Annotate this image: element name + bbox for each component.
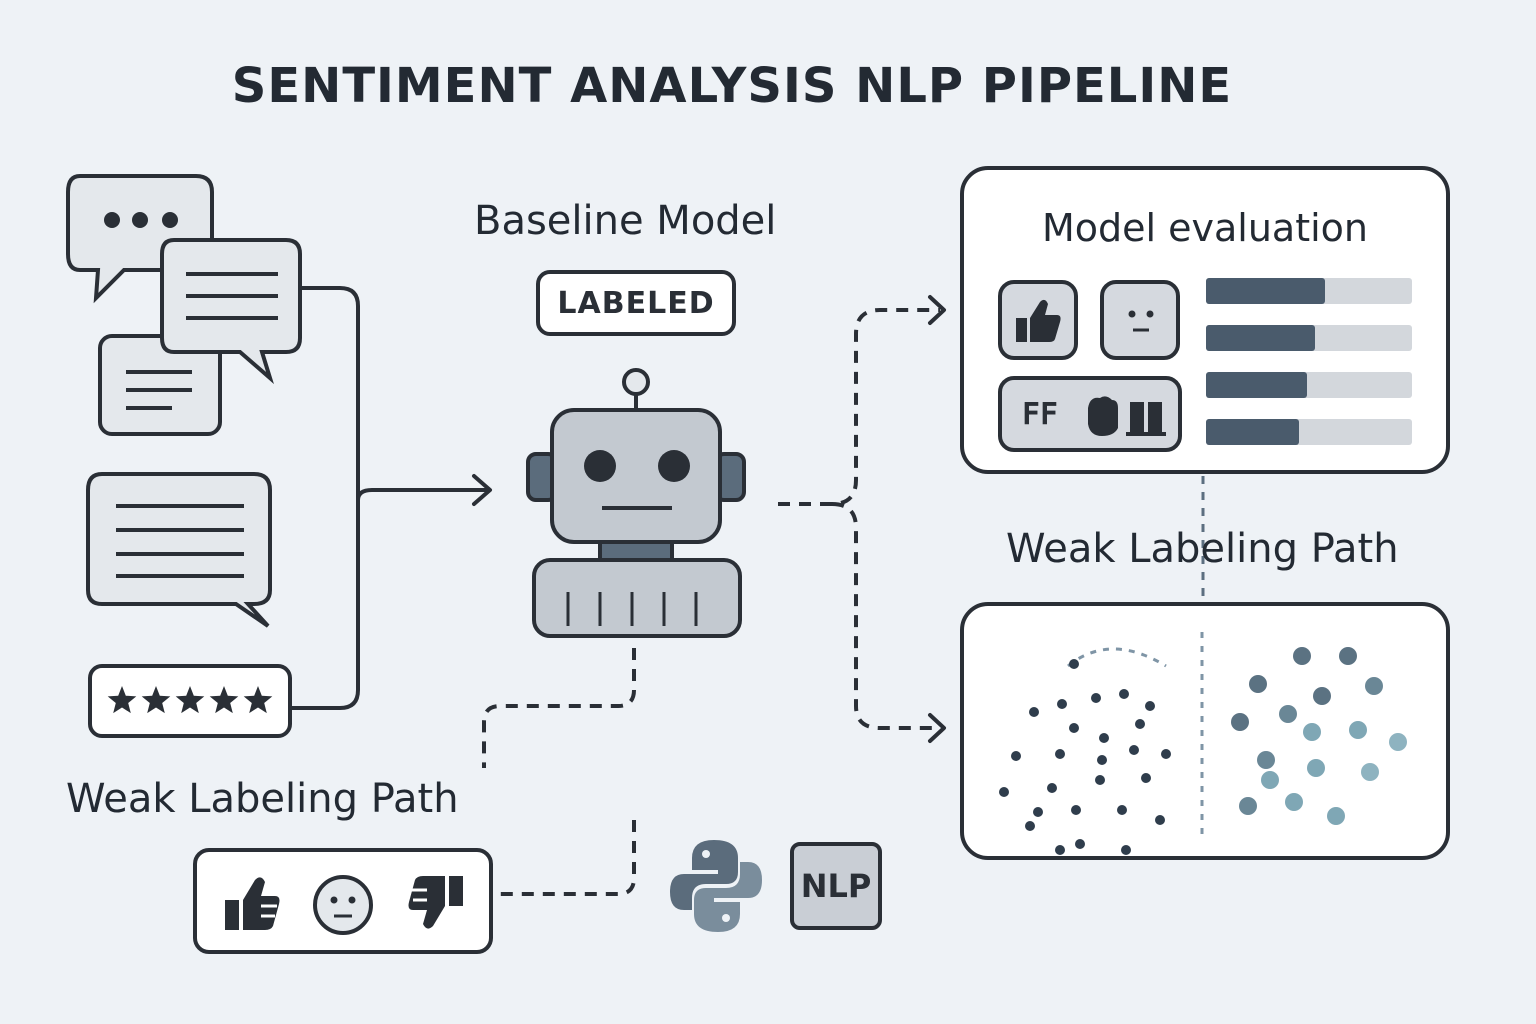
scatter-dot bbox=[1257, 751, 1275, 769]
arrow-head bbox=[928, 713, 946, 743]
sentiment-labels-box bbox=[193, 848, 493, 954]
scatter-dot bbox=[1313, 687, 1331, 705]
star-icon bbox=[243, 686, 273, 714]
emoji-strip-icon: FF bbox=[998, 376, 1182, 452]
arrow-head bbox=[472, 474, 492, 506]
evaluation-bar-fill bbox=[1206, 325, 1316, 351]
evaluation-bar bbox=[1206, 372, 1412, 398]
scatter-dot bbox=[1261, 771, 1279, 789]
evaluation-bar bbox=[1206, 278, 1412, 304]
model-evaluation-panel: Model evaluation FF bbox=[960, 166, 1450, 474]
scatter-dot bbox=[1129, 745, 1139, 755]
scatter-dot bbox=[1303, 723, 1321, 741]
arrow-head bbox=[928, 295, 946, 325]
scatter-dot bbox=[1361, 763, 1379, 781]
scatter-dot bbox=[1121, 845, 1131, 855]
model-to-scatter-dashed bbox=[831, 502, 940, 730]
scatter-dot bbox=[1365, 677, 1383, 695]
scatter-dot bbox=[1025, 821, 1035, 831]
scatter-dot bbox=[1055, 749, 1065, 759]
scatter-dot bbox=[1029, 707, 1039, 717]
input-to-model-arrow bbox=[356, 488, 488, 501]
model-to-split-dashed bbox=[778, 308, 940, 506]
scatter-dot bbox=[1239, 797, 1257, 815]
scatter-dot bbox=[1293, 647, 1311, 665]
star-icon bbox=[175, 686, 205, 714]
python-logo-icon bbox=[670, 840, 762, 932]
scatter-dot bbox=[1119, 689, 1129, 699]
scatter-dot bbox=[1011, 751, 1021, 761]
scatter-dot bbox=[1231, 713, 1249, 731]
neutral-face-icon bbox=[313, 875, 373, 935]
scatter-dot bbox=[1327, 807, 1345, 825]
weak-to-sentiment-line bbox=[494, 820, 636, 896]
scatter-dot bbox=[1145, 701, 1155, 711]
scatter-dot bbox=[1135, 719, 1145, 729]
scatter-dot bbox=[1099, 733, 1109, 743]
cluster-scatter-panel bbox=[960, 602, 1450, 860]
model-to-weak-dashed bbox=[482, 648, 636, 768]
cluster-arc bbox=[1067, 647, 1167, 668]
scatter-dot bbox=[1285, 793, 1303, 811]
scatter-dot bbox=[1047, 783, 1057, 793]
scatter-dot bbox=[1095, 775, 1105, 785]
evaluation-bar-fill bbox=[1206, 278, 1326, 304]
scatter-dot bbox=[1155, 815, 1165, 825]
scatter-dot bbox=[999, 787, 1009, 797]
evaluation-bar-fill bbox=[1206, 372, 1307, 398]
scatter-dot bbox=[1069, 659, 1079, 669]
star-icon bbox=[209, 686, 239, 714]
scatter-dot bbox=[1097, 755, 1107, 765]
baseline-model-label: Baseline Model bbox=[474, 198, 777, 244]
cluster-scatter-plot bbox=[999, 632, 1407, 855]
scatter-dot bbox=[1057, 699, 1067, 709]
scatter-dot bbox=[1033, 807, 1043, 817]
evaluation-bar bbox=[1206, 419, 1412, 445]
robot-icon bbox=[526, 368, 746, 638]
emoji-strip-text: FF bbox=[1021, 396, 1059, 432]
scatter-dot bbox=[1091, 693, 1101, 703]
star-icon bbox=[141, 686, 171, 714]
scatter-dot bbox=[1307, 759, 1325, 777]
scatter-dot bbox=[1071, 805, 1081, 815]
thumbs-up-icon bbox=[225, 877, 280, 930]
scatter-dot bbox=[1161, 749, 1171, 759]
labeled-badge: LABELED bbox=[536, 270, 736, 336]
star-rating-icon bbox=[88, 664, 292, 738]
nlp-badge: NLP bbox=[790, 842, 882, 930]
weak-labeling-label-right: Weak Labeling Path bbox=[1006, 526, 1399, 572]
scatter-dot bbox=[1349, 721, 1367, 739]
weak-labeling-label-left: Weak Labeling Path bbox=[66, 776, 459, 822]
scatter-dot bbox=[1279, 705, 1297, 723]
evaluation-bar bbox=[1206, 325, 1412, 351]
scatter-dot bbox=[1055, 845, 1065, 855]
scatter-dot bbox=[1339, 647, 1357, 665]
scatter-dot bbox=[1117, 805, 1127, 815]
thumbs-down-icon bbox=[408, 876, 463, 929]
chat-lines-icon bbox=[86, 472, 272, 628]
chat-lines-icon bbox=[160, 238, 302, 385]
diagram-title: SENTIMENT ANALYSIS NLP PIPELINE bbox=[231, 58, 1233, 114]
scatter-dot bbox=[1075, 839, 1085, 849]
scatter-dot bbox=[1069, 723, 1079, 733]
thumbs-up-icon bbox=[998, 280, 1078, 360]
neutral-face-icon bbox=[1100, 280, 1180, 360]
scatter-dot bbox=[1249, 675, 1267, 693]
model-evaluation-title: Model evaluation bbox=[1041, 206, 1369, 250]
scatter-dot bbox=[1141, 773, 1151, 783]
evaluation-bar-fill bbox=[1206, 419, 1299, 445]
scatter-dot bbox=[1389, 733, 1407, 751]
star-icon bbox=[107, 686, 137, 714]
